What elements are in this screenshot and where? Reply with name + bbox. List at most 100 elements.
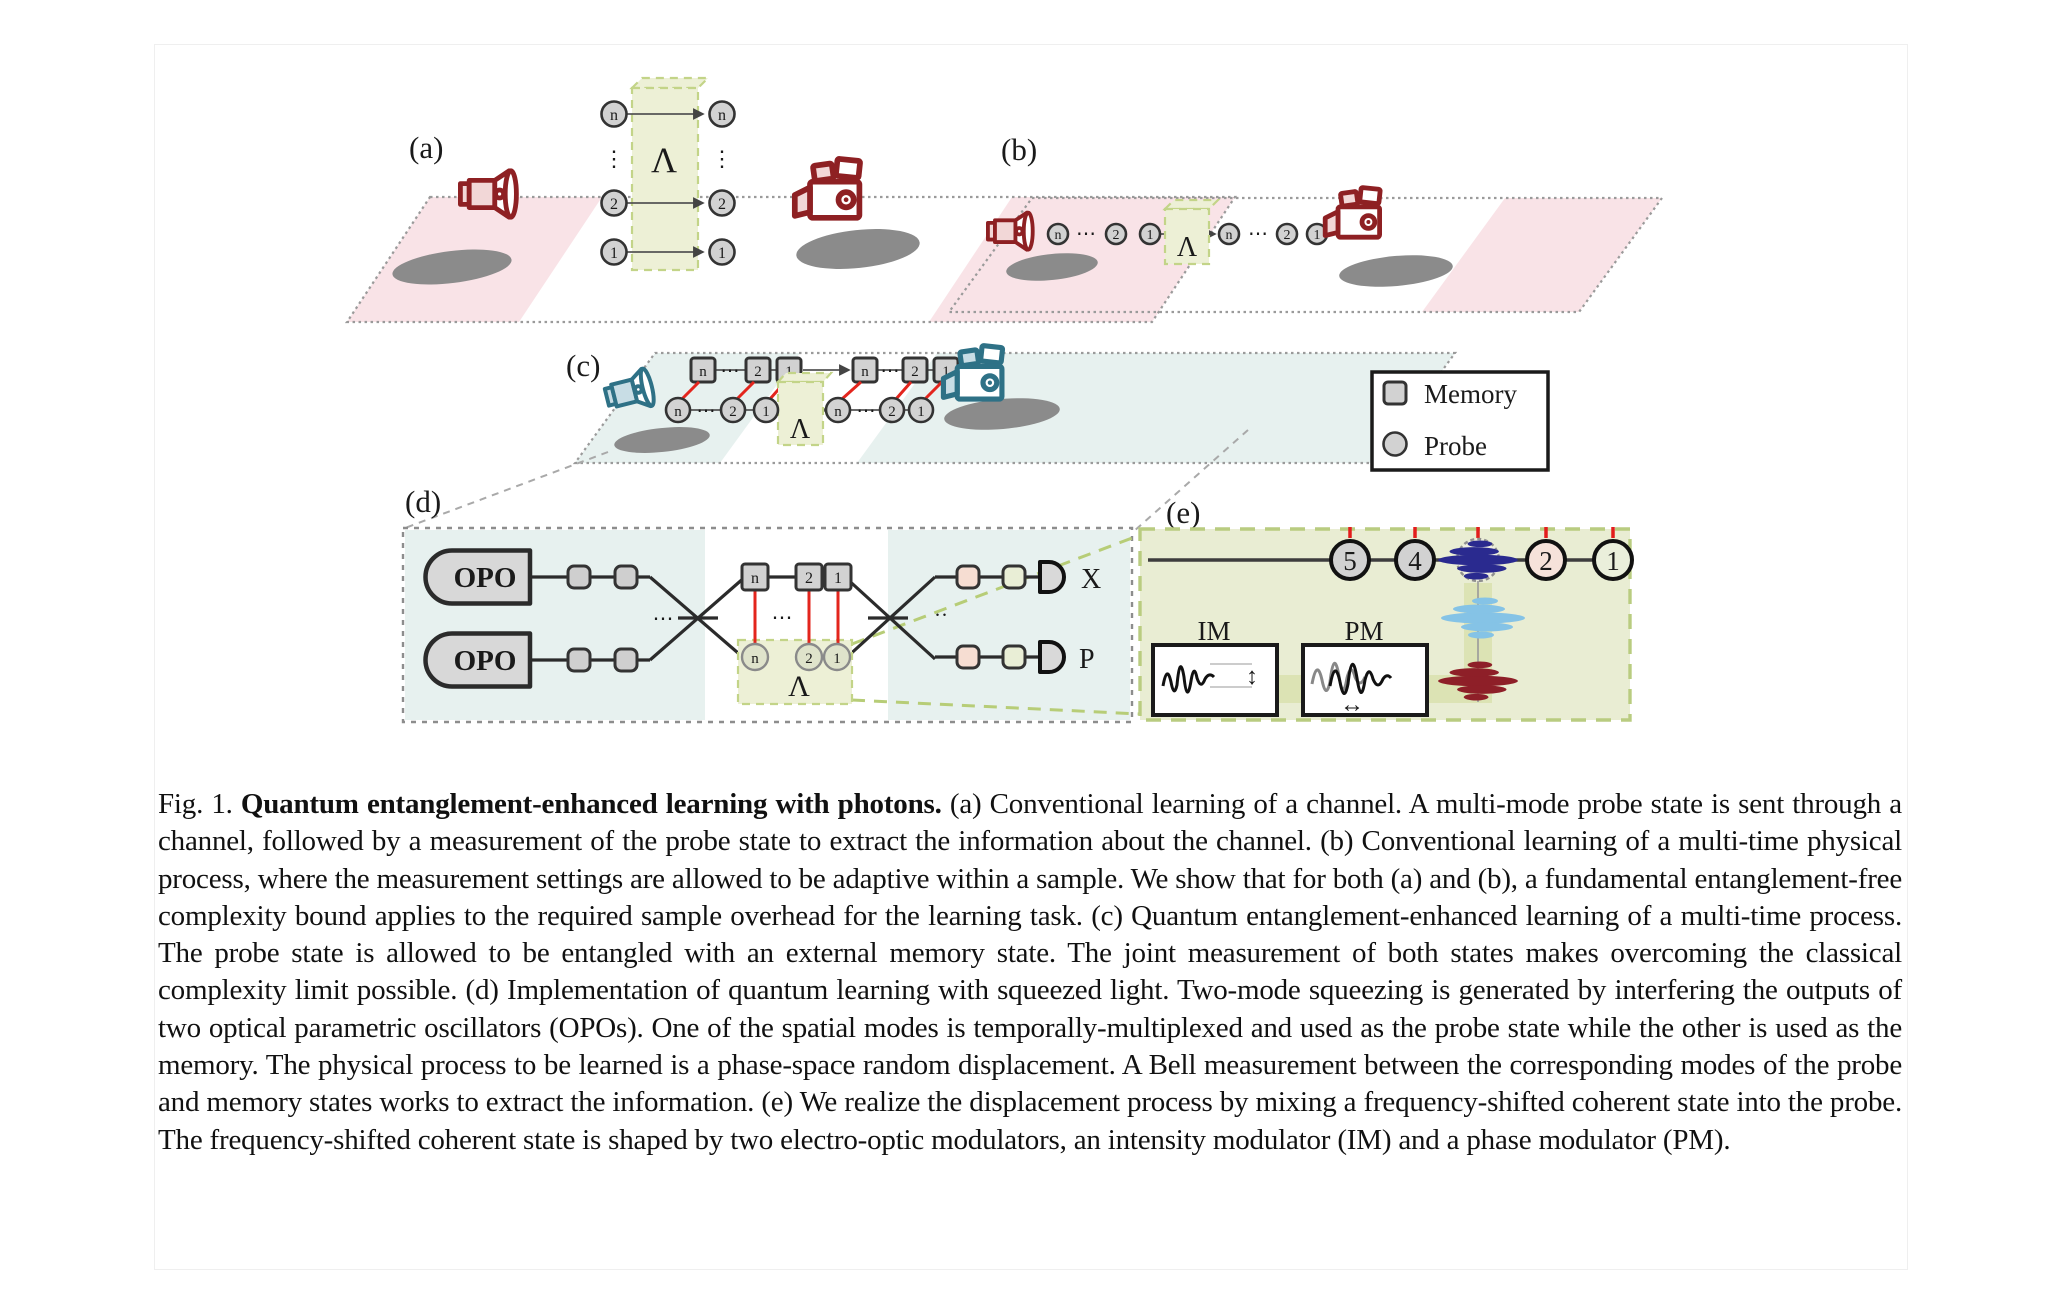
probe-circle [719, 396, 747, 424]
panel-a-label: (a) [409, 130, 443, 165]
probe-circle [600, 189, 628, 217]
probe-circle-out [824, 396, 852, 424]
opo-source: OPO [423, 631, 533, 689]
legend-memory-label: Memory [1424, 379, 1517, 409]
opo-label: OPO [454, 645, 517, 677]
memory-square [823, 562, 853, 592]
detector-p-label: P [1079, 644, 1095, 675]
time-bin-label: 5 [1343, 546, 1357, 576]
flashlight-shadow [614, 427, 710, 453]
probe-circle [822, 642, 852, 672]
probe-circle-out [708, 189, 736, 217]
memory-square [851, 356, 879, 384]
mode-label: n [751, 651, 759, 667]
hdots: ⋯ [857, 401, 876, 422]
channel-lambda-label: Λ [790, 414, 811, 445]
mode-label: 2 [610, 196, 618, 213]
phase-modulator: PM ↔ [1301, 616, 1429, 718]
hdots: ⋯ [653, 606, 674, 630]
optical-component [955, 564, 981, 590]
figure-caption: Fig. 1. Quantum entanglement-enhanced le… [158, 786, 1902, 1159]
mode-label: 1 [917, 404, 925, 420]
optical-component [613, 564, 639, 590]
channel-box [1163, 207, 1211, 266]
memory-square [794, 562, 824, 592]
probe-circle [740, 642, 770, 672]
hdots: ⋯ [1248, 223, 1268, 245]
optical-component [613, 647, 639, 673]
mode-label: n [861, 364, 869, 380]
probe-circle [752, 396, 780, 424]
time-bin-circle [1525, 539, 1567, 581]
time-bin-label: 4 [1408, 546, 1422, 576]
mode-label: 2 [1284, 228, 1291, 243]
figure-1-diagram: (a) Λ n 2 1 n 2 1 ⋮ ⋮ [344, 76, 1665, 724]
probe-circle [1138, 222, 1162, 246]
mode-label: n [610, 107, 618, 124]
time-bin-circle [1592, 539, 1634, 581]
probe-circle [1046, 222, 1070, 246]
probe-circle [664, 396, 692, 424]
channel-box-top-face [775, 371, 834, 384]
mode-label: n [674, 404, 682, 420]
vdots: ⋮ [603, 146, 625, 171]
opo-source: OPO [423, 548, 533, 606]
camera-shadow [944, 398, 1060, 430]
mode-label: n [699, 364, 707, 380]
mode-label: 2 [754, 364, 762, 380]
mode-label: 2 [805, 570, 813, 587]
zoom-connector-line [404, 451, 609, 529]
hdots: ⋯ [697, 401, 716, 422]
hdots: ⋯ [772, 605, 793, 629]
time-bin-label: 2 [1539, 546, 1553, 576]
legend-memory-icon [1382, 380, 1408, 406]
caption-title: Quantum entanglement-enhanced learning w… [240, 788, 942, 820]
panel-b-plane-outline [946, 196, 1665, 314]
amplitude-arrow: ↕ [1246, 664, 1258, 690]
legend-probe-label: Probe [1424, 431, 1487, 461]
time-bin-circle [1329, 539, 1371, 581]
optical-component [1001, 564, 1027, 590]
mode-label: 2 [718, 196, 726, 213]
phase-arrow: ↔ [1340, 692, 1364, 718]
panel-b-receiver-plane [1422, 198, 1662, 312]
mode-label: 1 [718, 245, 726, 262]
panel-c-receiver-plane [857, 353, 1455, 463]
panel-e: (e) 5 4 2 1 IM [1138, 495, 1634, 722]
detector-x-label: X [1081, 564, 1101, 595]
panel-c: (c) n 2 1 n 2 1 ⋯ ⋯ [566, 346, 1458, 465]
mode-label: 2 [1113, 228, 1120, 243]
legend-probe-icon [1382, 431, 1408, 457]
im-box [1151, 643, 1279, 717]
optical-component [566, 564, 592, 590]
im-label: IM [1198, 616, 1231, 646]
mode-label: 2 [729, 404, 737, 420]
hdots: ⋯ [881, 361, 900, 382]
time-bin-ticks [1348, 527, 1615, 538]
pm-waveform [1328, 663, 1393, 695]
panel-e-label: (e) [1166, 495, 1200, 530]
mode-label: 2 [888, 404, 896, 420]
channel-lambda-label: Λ [651, 140, 677, 180]
channel-box [630, 86, 700, 272]
mode-label: 1 [1314, 228, 1321, 243]
mode-label: 2 [805, 651, 813, 667]
camera-icon [1325, 187, 1380, 237]
homodyne-detector-x [1038, 560, 1066, 594]
pm-label: PM [1344, 616, 1383, 646]
mode-label: 2 [911, 364, 919, 380]
memory-square [901, 356, 929, 384]
panel-d: (d) ⋯ ⋯ ·· OPO [401, 484, 1141, 724]
caption-body: (a) Conventional learning of a channel. … [158, 788, 1902, 1156]
probe-circle-out [1217, 222, 1241, 246]
channel-lambda-label: Λ [1177, 232, 1198, 263]
probe-circle-out [907, 396, 935, 424]
caption-fig-label: Fig. 1. [158, 788, 233, 820]
im-waveform [1161, 665, 1216, 694]
camera-icon [795, 159, 860, 218]
mode-label: n [718, 107, 726, 124]
probe-circle-out [1275, 222, 1299, 246]
camera-shadow [1339, 255, 1453, 287]
optical-component [955, 644, 981, 670]
